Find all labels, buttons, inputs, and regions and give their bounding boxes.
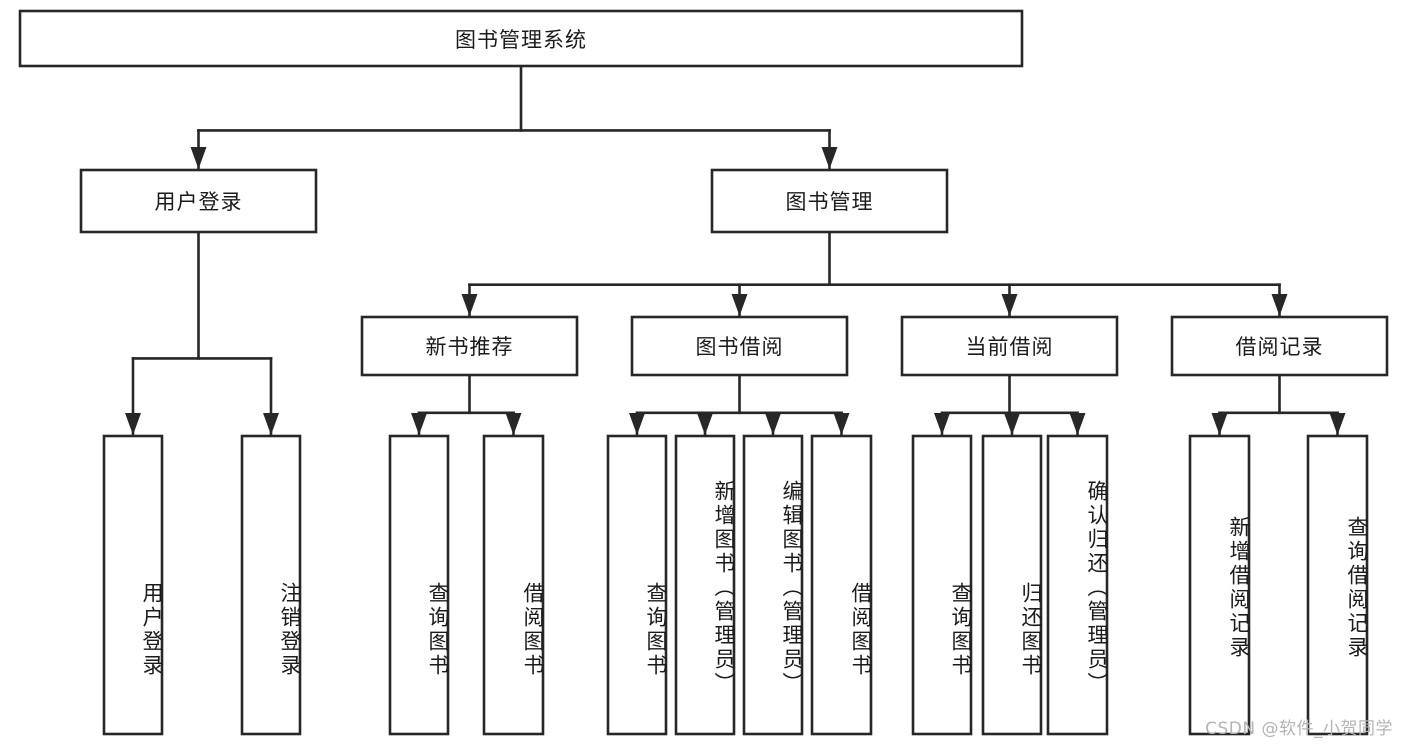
node-box-l3_0[interactable] (360, 315, 579, 377)
node-box-l2_1[interactable] (710, 168, 949, 234)
node-box-leaf_0[interactable] (102, 434, 164, 736)
node-box-leaf_4[interactable] (606, 434, 668, 736)
arrow-head-icon (731, 294, 748, 316)
arrow-head-icon (1211, 413, 1228, 435)
arrow-head-icon (629, 413, 645, 435)
arrow-head-icon (505, 413, 522, 435)
node-box-root[interactable] (18, 9, 1024, 68)
node-box-l3_2[interactable] (900, 315, 1119, 377)
arrow-head-icon (821, 147, 838, 169)
arrow-head-icon (934, 413, 950, 435)
node-box-leaf_12[interactable] (1306, 434, 1369, 736)
arrow-head-icon (125, 413, 141, 435)
arrow-head-icon (461, 294, 478, 316)
node-box-leaf_2[interactable] (388, 434, 450, 736)
arrow-head-icon (1069, 413, 1086, 435)
arrow-head-icon (833, 413, 850, 435)
node-box-leaf_1[interactable] (240, 434, 302, 736)
node-box-l3_3[interactable] (1170, 315, 1389, 377)
arrow-head-icon (1329, 413, 1346, 435)
arrow-head-icon (190, 147, 207, 169)
node-box-leaf_5[interactable] (674, 434, 736, 736)
node-box-leaf_9[interactable] (981, 434, 1043, 736)
node-box-leaf_11[interactable] (1188, 434, 1251, 736)
arrow-head-icon (1004, 413, 1020, 435)
node-box-leaf_7[interactable] (810, 434, 873, 736)
arrow-head-icon (263, 413, 279, 435)
arrow-head-icon (765, 413, 781, 435)
arrow-head-icon (411, 413, 427, 435)
node-box-leaf_6[interactable] (742, 434, 804, 736)
node-box-l3_1[interactable] (630, 315, 849, 377)
watermark-text: CSDN @软件_小贺同学 (1205, 719, 1393, 739)
node-box-leaf_8[interactable] (911, 434, 973, 736)
arrow-head-icon (1271, 294, 1288, 316)
node-boxes-layer (18, 9, 1389, 736)
node-box-leaf_10[interactable] (1046, 434, 1109, 736)
node-box-l2_0[interactable] (79, 168, 318, 234)
connector-edges-layer (125, 64, 1346, 437)
arrow-head-icon (1001, 294, 1018, 316)
node-box-leaf_3[interactable] (482, 434, 545, 736)
arrow-head-icon (697, 413, 713, 435)
